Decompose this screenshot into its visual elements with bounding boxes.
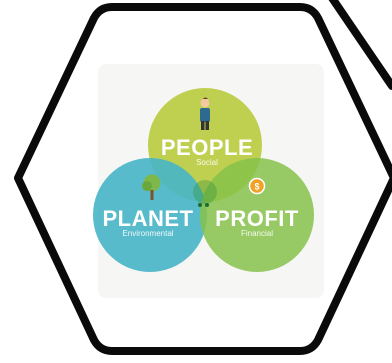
people-sublabel: Social [196, 158, 218, 167]
planet-sublabel: Environmental [122, 229, 173, 238]
people-label: PEOPLE [161, 135, 253, 160]
profit-sublabel: Financial [241, 229, 273, 238]
second-hexagon-frame [328, 0, 392, 90]
center-icons [198, 203, 209, 207]
venn-center-overlap [193, 180, 217, 204]
person-icon [200, 97, 210, 130]
profit-label: PROFIT [215, 206, 299, 231]
coin-icon: $ [248, 177, 266, 195]
planet-label: PLANET [103, 206, 194, 231]
venn-circle-planet [93, 158, 207, 272]
venn-diagram [93, 88, 314, 272]
svg-text:$: $ [254, 182, 259, 192]
tree-icon [142, 174, 161, 200]
venn-circle-profit [200, 158, 314, 272]
